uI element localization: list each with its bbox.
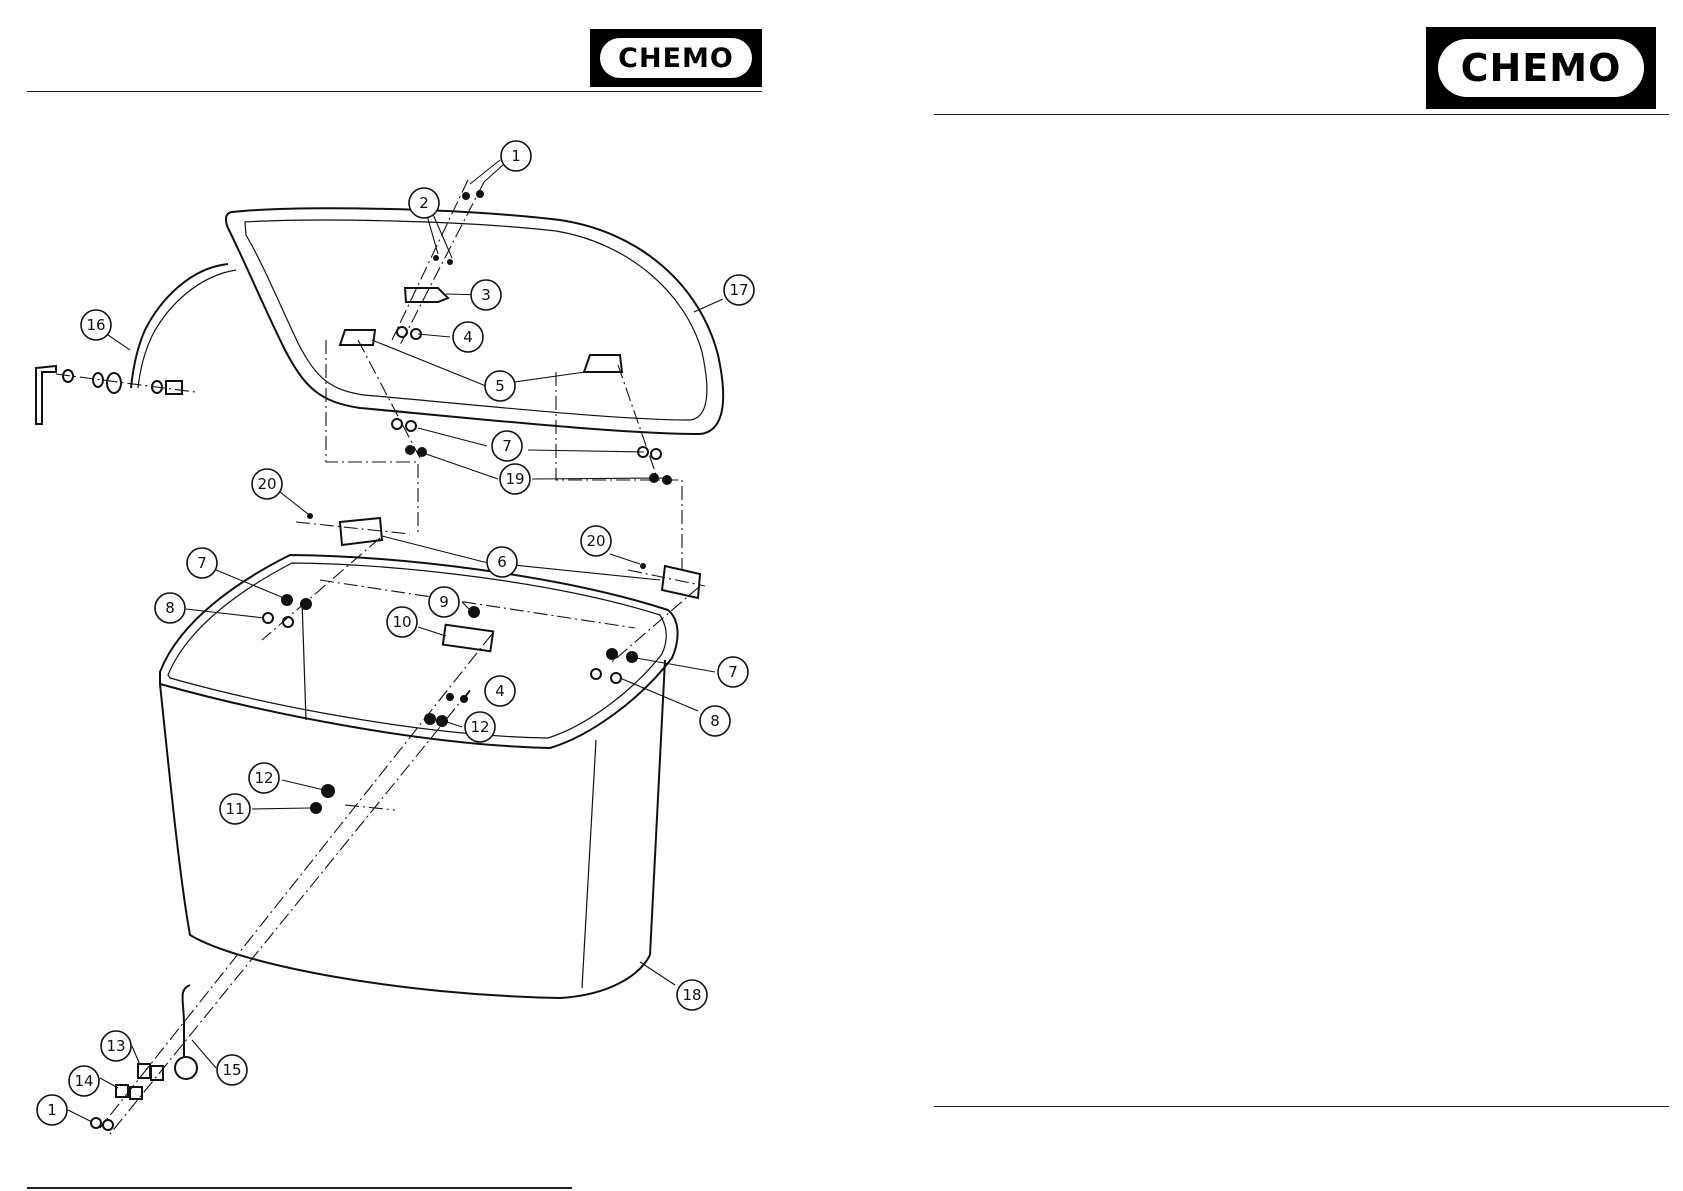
callout-20: 20 [252,469,282,499]
callout-14: 14 [69,1066,99,1096]
callout-label: 3 [481,286,491,304]
callout-3: 3 [471,280,501,310]
callout-19: 19 [500,464,530,494]
callout-label: 20 [257,475,276,493]
callout-18: 18 [677,980,707,1010]
callout-label: 10 [392,613,411,631]
callout-12: 12 [249,763,279,793]
box-body [160,555,678,998]
callout-12: 12 [465,712,495,742]
logo-pill: CHEMO [1438,39,1644,97]
callout-10: 10 [387,607,417,637]
logo-text: CHEMO [1461,46,1622,90]
callout-15: 15 [217,1055,247,1085]
callout-label: 8 [710,712,720,730]
stay-rod [36,264,236,424]
callout-label: 14 [74,1072,93,1090]
callout-label: 6 [497,553,507,571]
callout-7: 7 [492,431,522,461]
callout-label: 19 [505,470,524,488]
callout-label: 20 [586,532,605,550]
fasteners [91,190,672,1130]
callout-label: 15 [222,1061,241,1079]
callout-label: 4 [463,328,473,346]
callout-label: 2 [419,194,429,212]
callout-label: 16 [86,316,105,334]
callout-4: 4 [453,322,483,352]
callout-label: 12 [254,769,273,787]
callout-11: 11 [220,794,250,824]
callout-label: 7 [502,437,512,455]
callout-2: 2 [409,188,439,218]
header-rule-right [934,114,1669,115]
callout-label: 4 [495,682,505,700]
chemo-logo-right: CHEMO [1426,27,1656,109]
callout-16: 16 [81,310,111,340]
callout-label: 1 [47,1101,57,1119]
callout-label: 1 [511,147,521,165]
callout-1: 1 [37,1095,67,1125]
callout-label: 5 [495,377,505,395]
right-page [841,0,1683,1191]
callout-label: 13 [106,1037,125,1055]
footer-rule-right [934,1106,1669,1107]
callout-7: 7 [187,548,217,578]
leader-lines [68,160,723,1122]
lid-outline [226,208,723,434]
callout-5: 5 [485,371,515,401]
callout-label: 12 [470,718,489,736]
callout-9: 9 [429,587,459,617]
callout-label: 8 [165,599,175,617]
callout-label: 7 [728,663,738,681]
callout-label: 18 [682,986,701,1004]
callout-4: 4 [485,676,515,706]
callout-label: 9 [439,593,449,611]
callout-7: 7 [718,657,748,687]
callout-6: 6 [487,547,517,577]
callout-13: 13 [101,1031,131,1061]
callout-label: 17 [729,281,748,299]
callout-label: 11 [225,800,244,818]
callout-17: 17 [724,275,754,305]
callout-8: 8 [155,593,185,623]
callout-label: 7 [197,554,207,572]
callout-1: 1 [501,141,531,171]
callout-8: 8 [700,706,730,736]
callout-20: 20 [581,526,611,556]
